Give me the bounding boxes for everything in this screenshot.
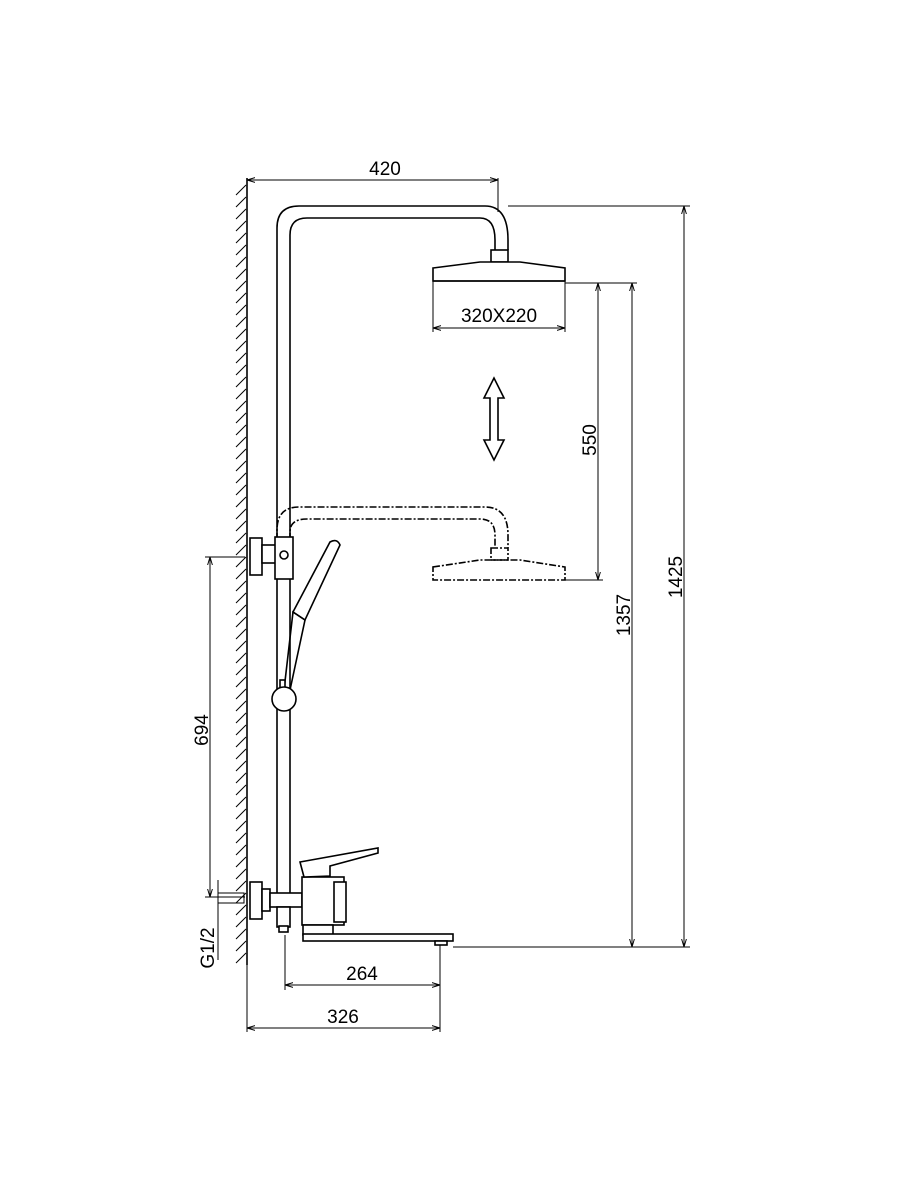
wall-hatch-line [235,784,247,796]
wall-hatch-line [235,604,247,616]
wall-hatch-line [235,808,247,820]
wall-hatch-line [235,232,247,244]
wall-hatch-line [235,640,247,652]
wall-hatch-line [235,844,247,856]
wall-hatch-line [235,916,247,928]
slide-bar [249,536,341,896]
wall-hatch-line [235,208,247,220]
wall-hatch-line [235,376,247,388]
wall-hatch-line [235,676,247,688]
dim-inlet-thread: G1/2 [198,927,219,968]
wall-hatch-line [235,364,247,376]
dim-total-height: 1425 [666,556,687,598]
shower-head-lowered-position [276,506,566,581]
wall-hatch-line [235,196,247,208]
wall-hatch-line [235,220,247,232]
wall-hatch-line [235,472,247,484]
wall-hatch-line [235,280,247,292]
dim-head-size: 320X220 [461,306,537,327]
wall-hatch-line [235,568,247,580]
wall-hatch-line [235,556,247,568]
wall-hatch-line [235,712,247,724]
wall-hatch-line [235,664,247,676]
wall-hatch-line [235,532,247,544]
wall-hatch-line [235,328,247,340]
wall-hatch-line [235,448,247,460]
wall-hatch-line [235,772,247,784]
wall-hatch-line [235,940,247,952]
wall-hatch-line [235,268,247,280]
dimension-lines [205,178,690,1032]
dimension-labels: 420 320X220 550 1357 1425 694 G1/2 264 3… [192,159,687,1028]
wall-hatch-line [235,544,247,556]
wall-hatch-line [235,520,247,532]
wall-hatch-line [235,796,247,808]
dim-height-adjust: 550 [580,424,601,456]
wall-hatch-line [235,400,247,412]
wall-hatch-line [235,352,247,364]
wall-hatch-line [235,904,247,916]
wall [235,178,248,965]
wall-hatch-line [235,304,247,316]
height-adjust-arrow-icon [482,376,506,462]
wall-hatch-line [235,856,247,868]
wall-hatch-line [235,256,247,268]
dim-inlet-spacing: 694 [192,714,213,746]
dim-spout-to-wall: 326 [327,1007,359,1028]
bath-mixer [249,847,454,946]
wall-hatch-line [235,616,247,628]
wall-hatch-line [235,832,247,844]
dim-head-height-low: 1357 [614,594,635,636]
wall-hatch-line [235,316,247,328]
wall-hatch-line [235,508,247,520]
wall-hatch-line [235,340,247,352]
wall-hatch-line [235,244,247,256]
wall-hatch-line [235,688,247,700]
wall-hatch-line [235,436,247,448]
rain-shower-head [432,261,566,282]
dim-overhead-reach: 420 [369,159,401,180]
wall-hatch-line [235,700,247,712]
wall-hatch-line [235,868,247,880]
wall-hatch-line [235,184,247,196]
wall-hatch-line [235,820,247,832]
wall-hatch-line [235,952,247,964]
wall-hatch-line [235,928,247,940]
hand-shower [291,539,341,622]
wall-hatch-line [235,580,247,592]
wall-hatch-line [235,388,247,400]
wall-hatch-line [235,460,247,472]
wall-hatch-line [235,628,247,640]
wall-hatch-line [235,760,247,772]
shower-column-upper [276,205,566,540]
wall-hatch-line [235,412,247,424]
wall-hatch-line [235,724,247,736]
wall-hatch-line [235,484,247,496]
wall-hatch-line [235,748,247,760]
wall-hatch-line [235,424,247,436]
dim-spout-reach: 264 [346,964,378,985]
wall-hatch-line [235,496,247,508]
wall-hatch-line [235,292,247,304]
wall-hatch-line [235,592,247,604]
wall-hatch-line [235,736,247,748]
wall-hatch-line [235,652,247,664]
wall-hatch-line [235,880,247,892]
